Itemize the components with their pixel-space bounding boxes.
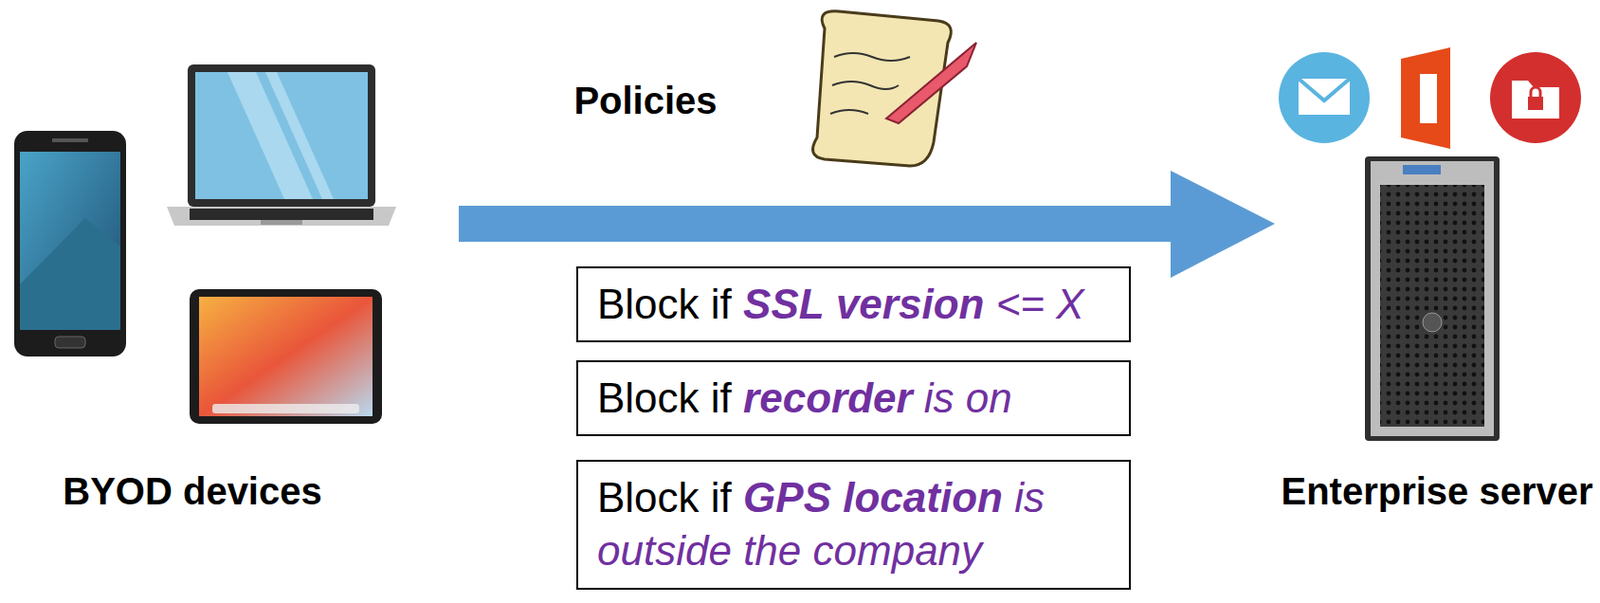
tablet-icon	[189, 289, 382, 424]
app-icons	[1278, 47, 1582, 149]
server-icon	[1364, 156, 1500, 441]
scroll-icon	[813, 11, 978, 166]
policy-text: Block if recorder is on	[597, 371, 1110, 425]
policy-box: Block if SSL version <= X	[576, 266, 1131, 343]
section-label: Policies	[573, 79, 717, 123]
phone-icon	[14, 130, 127, 357]
policy-box: Block if GPS location is outside the com…	[576, 459, 1131, 590]
flow-arrow	[458, 170, 1275, 278]
device-label: BYOD devices	[62, 470, 322, 513]
device-label: Enterprise server	[1280, 470, 1593, 513]
policy-box: Block if recorder is on	[576, 360, 1131, 437]
policy-text: Block if SSL version <= X	[597, 277, 1110, 331]
policy-text: Block if GPS location is outside the com…	[597, 471, 1110, 579]
laptop-icon	[166, 64, 397, 226]
